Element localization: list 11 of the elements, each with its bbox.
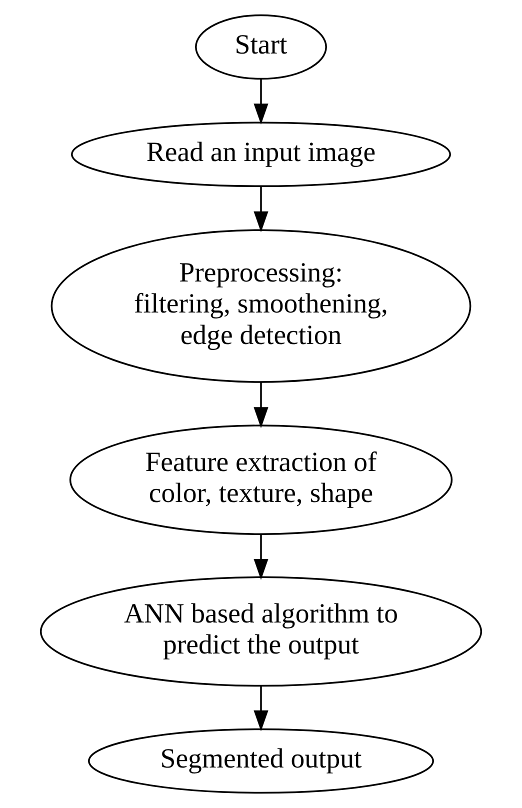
node-ellipse: Start	[195, 14, 327, 80]
arrow	[254, 79, 268, 125]
arrow	[254, 686, 268, 732]
arrow	[254, 534, 268, 580]
node-ellipse: Segmented output	[88, 728, 434, 794]
arrow	[254, 382, 268, 428]
node-ellipse: Feature extraction of color, texture, shape	[69, 424, 453, 535]
node-ellipse: ANN based algorithm to predict the output	[40, 576, 482, 687]
arrow	[254, 186, 268, 232]
node-ellipse: Read an input image	[71, 122, 451, 188]
node-ellipse: Preprocessing: filtering, smoothening, edge detection	[50, 229, 472, 383]
